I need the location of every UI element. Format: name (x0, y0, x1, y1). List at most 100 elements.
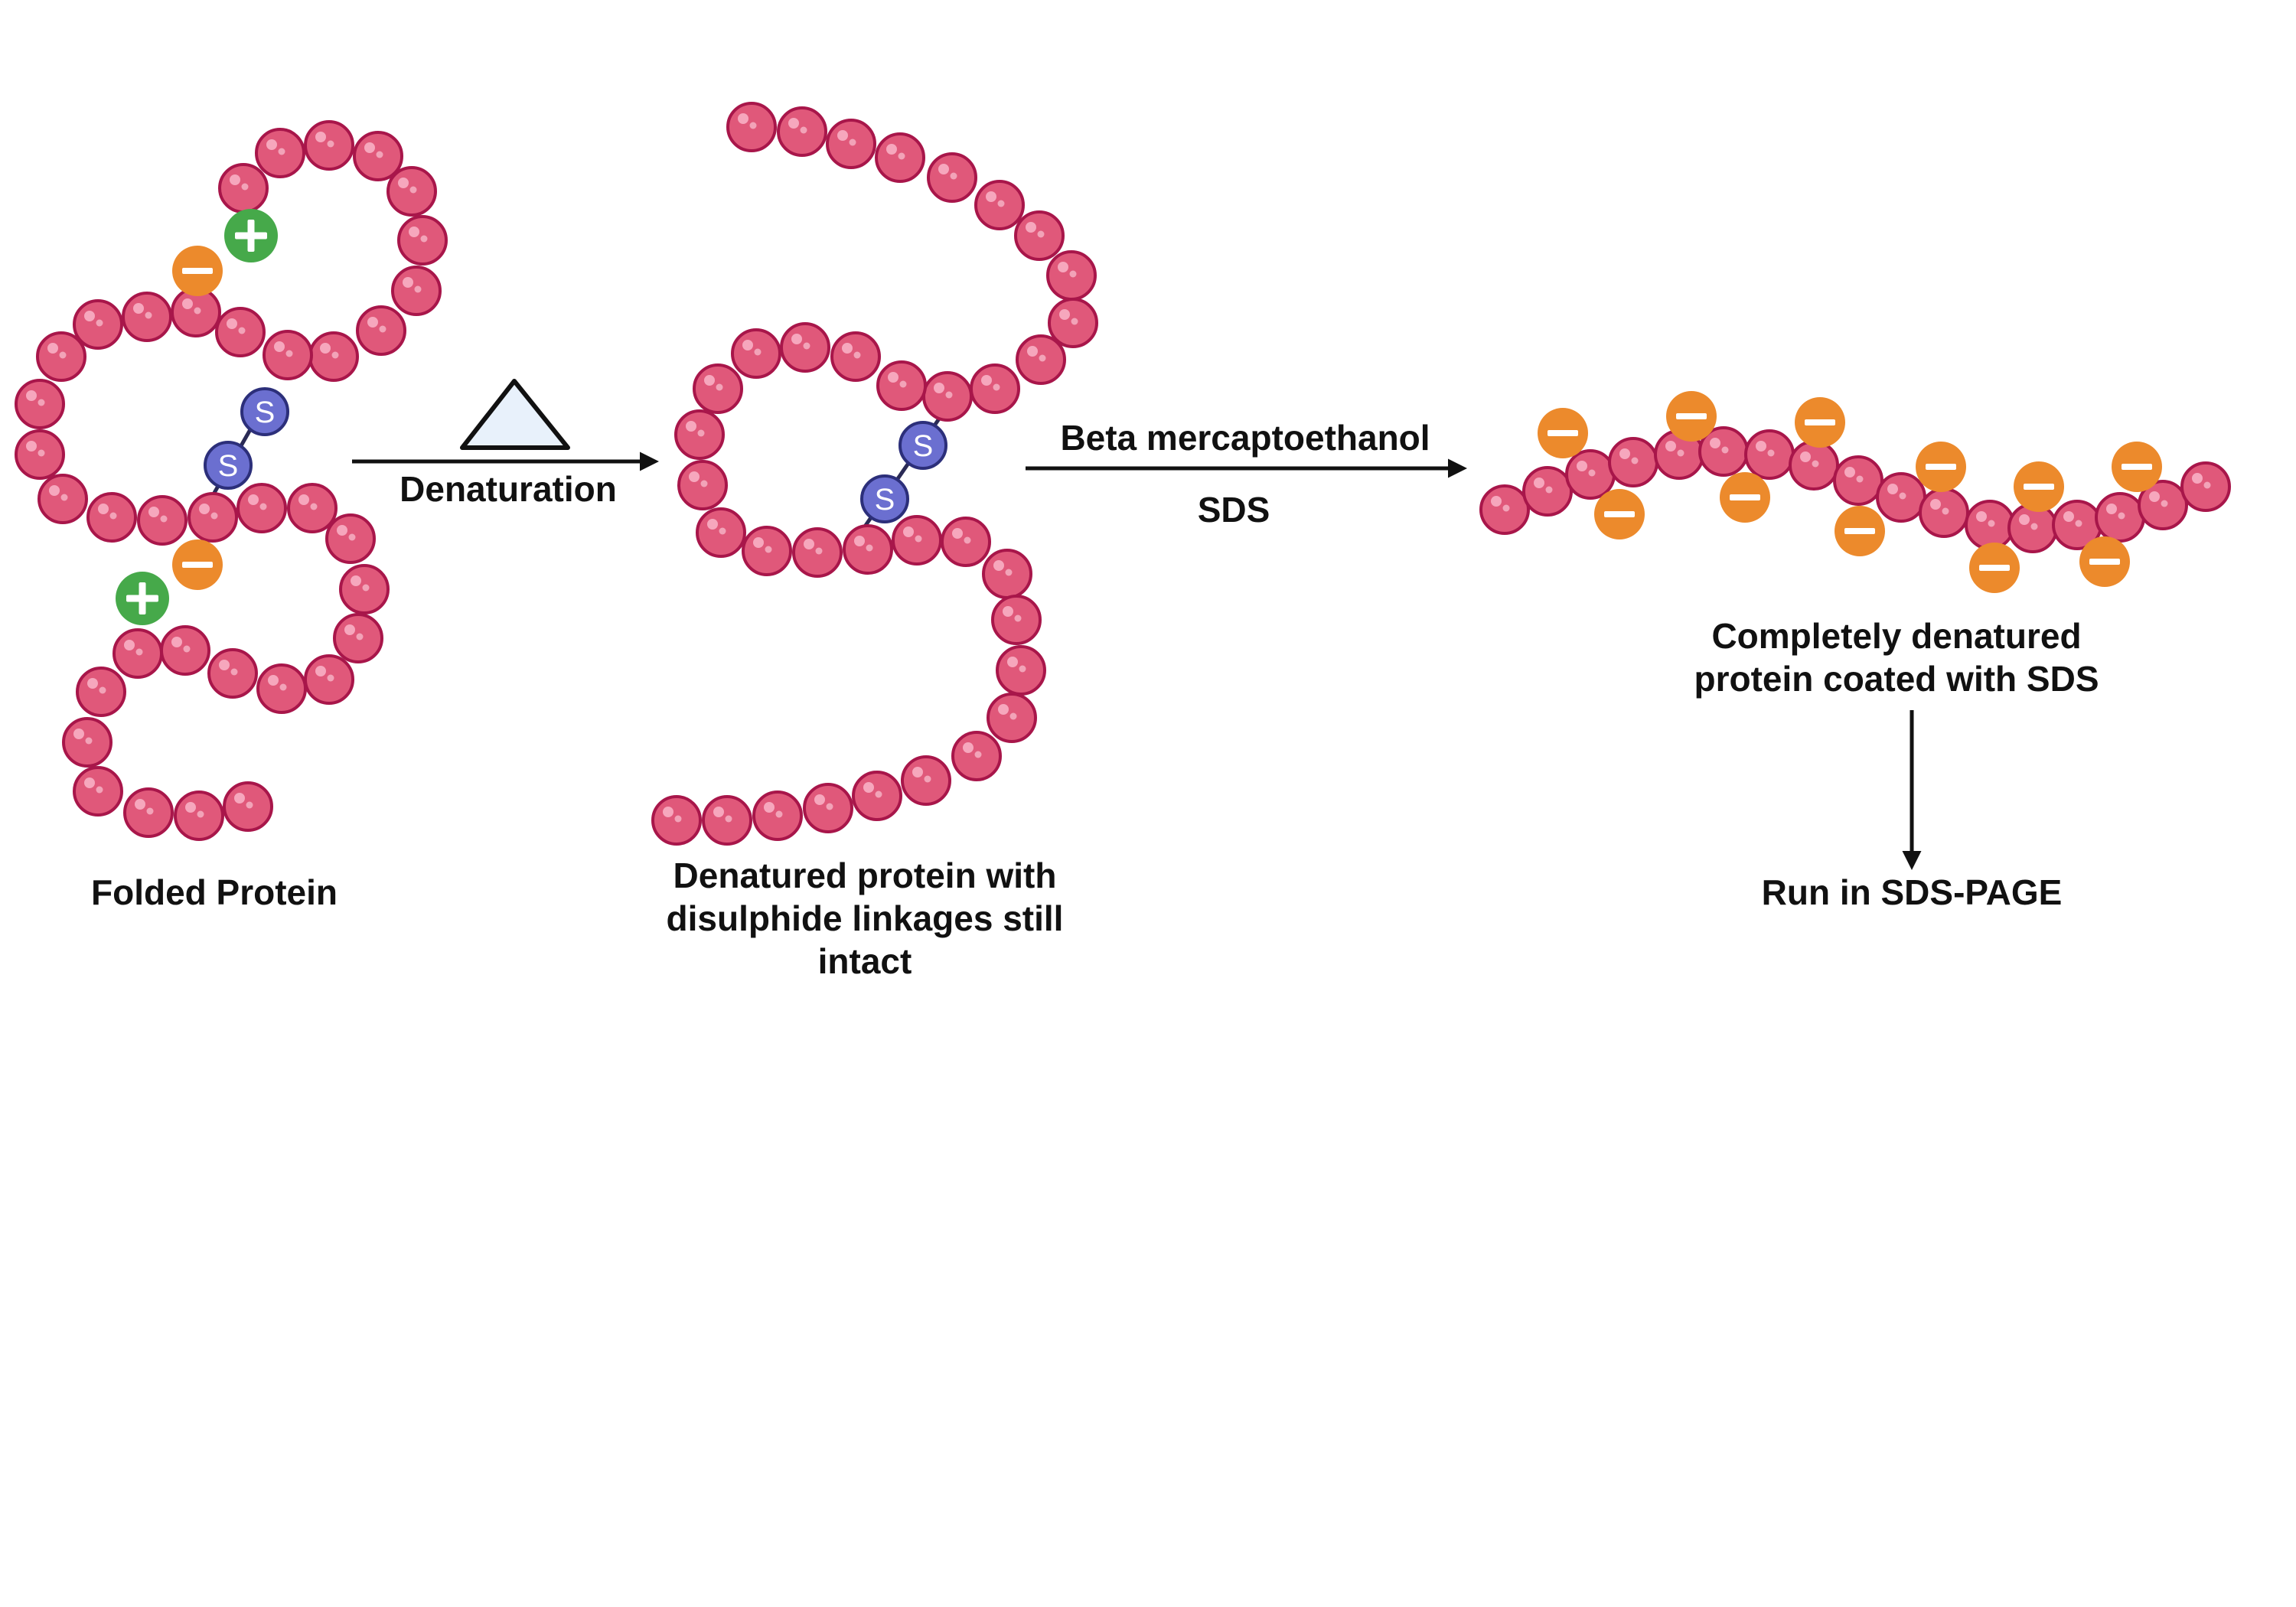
amino-acid-bead (62, 717, 113, 768)
amino-acid-bead (2007, 503, 2058, 553)
minus-charge-icon (172, 246, 223, 296)
amino-acid-bead (255, 128, 305, 178)
sulfur-atom: S (240, 387, 289, 436)
sulfur-atom: S (860, 474, 909, 523)
folded-charges (116, 209, 278, 625)
sds-coated-protein-panel: Completely denatured protein coated with… (1479, 391, 2231, 699)
amino-acid-bead (1608, 437, 1658, 487)
amino-acid-bead (15, 429, 65, 480)
amino-acid-bead (86, 492, 137, 543)
amino-acid-bead (702, 795, 752, 846)
amino-acid-bead (922, 371, 973, 422)
amino-acid-bead (1965, 500, 2015, 550)
amino-acid-bead (792, 527, 843, 578)
amino-acid-bead (123, 787, 174, 838)
amino-acid-bead (941, 517, 991, 567)
amino-acid-bead (927, 152, 977, 203)
minus-charge-icon (1916, 442, 1966, 492)
amino-acid-bead (256, 663, 307, 714)
minus-charge-icon (1720, 472, 1770, 523)
minus-charge-icon (2112, 442, 2162, 492)
amino-acid-bead (677, 460, 728, 510)
coated-protein-label-line-1: Completely denatured (1711, 616, 2081, 656)
folded-protein-chain (15, 120, 448, 841)
sulfur-symbol: S (218, 449, 239, 483)
amino-acid-bead (752, 790, 803, 841)
minus-charge-icon (1666, 391, 1717, 442)
amino-acid-bead (1833, 455, 1883, 506)
sds-negative-charges (1538, 391, 2162, 593)
amino-acid-bead (356, 305, 406, 356)
amino-acid-bead (1744, 429, 1795, 480)
amino-acid-bead (1919, 487, 1969, 538)
amino-acid-bead (36, 331, 86, 382)
amino-acid-bead (1016, 334, 1066, 385)
amino-acid-bead (333, 613, 383, 663)
amino-acid-bead (397, 215, 448, 266)
linear-protein-chain (1479, 426, 2231, 553)
amino-acid-bead (780, 322, 830, 373)
run-in-sds-page-label: Run in SDS-PAGE (1762, 872, 2063, 912)
denatured-protein-label-line-1: Denatured protein with (673, 856, 1057, 895)
minus-charge-icon (1538, 408, 1588, 458)
amino-acid-bead (1048, 298, 1098, 348)
amino-acid-bead (951, 731, 1002, 781)
amino-acid-bead (391, 266, 442, 316)
sds-label: SDS (1198, 490, 1270, 530)
amino-acid-bead (1698, 426, 1749, 477)
amino-acid-bead (974, 180, 1025, 230)
minus-charge-icon (1795, 397, 1845, 448)
triangle-heat-icon (460, 379, 570, 450)
amino-acid-bead (674, 409, 725, 460)
amino-acid-bead (991, 595, 1042, 645)
amino-acid-bead (2138, 480, 2188, 530)
amino-acid-bead (308, 331, 359, 382)
amino-acid-bead (218, 163, 269, 214)
amino-acid-bead (386, 166, 437, 217)
amino-acid-bead (803, 783, 853, 833)
sulfur-symbol: S (255, 396, 276, 429)
amino-acid-bead (287, 483, 338, 533)
amino-acid-bead (876, 360, 927, 411)
amino-acid-bead (1522, 466, 1573, 517)
amino-acid-bead (875, 132, 925, 183)
minus-charge-icon (1969, 543, 2020, 593)
amino-acid-bead (696, 507, 746, 558)
amino-acid-bead (73, 766, 123, 817)
amino-acid-bead (38, 474, 88, 524)
amino-acid-bead (852, 771, 902, 821)
minus-charge-icon (2079, 536, 2130, 587)
amino-acid-bead (113, 628, 163, 679)
sulfur-atom: S (204, 441, 253, 490)
amino-acid-bead (207, 648, 258, 699)
amino-acid-bead (304, 654, 354, 705)
amino-acid-bead (160, 625, 210, 676)
amino-acid-bead (304, 120, 354, 171)
amino-acid-bead (215, 307, 266, 357)
amino-acid-bead (236, 483, 287, 533)
reduction-arrow: Beta mercaptoethanol SDS (1026, 418, 1467, 530)
amino-acid-bead (2095, 492, 2145, 543)
amino-acid-bead (174, 790, 224, 841)
denatured-protein-label-line-2: disulphide linkages still (667, 898, 1064, 938)
amino-acid-bead (353, 131, 403, 181)
denaturation-label: Denaturation (400, 469, 617, 509)
amino-acid-bead (263, 330, 313, 380)
sulfur-symbol: S (913, 429, 934, 463)
denatured-protein-panel: SS Denatured protein with disulphide lin… (651, 102, 1098, 981)
folded-sulfur-atoms: SS (204, 387, 289, 490)
amino-acid-bead (1876, 472, 1926, 523)
minus-charge-icon (172, 539, 223, 590)
amino-acid-bead (137, 495, 188, 546)
minus-charge-icon (1594, 489, 1645, 539)
amino-acid-bead (970, 363, 1020, 414)
minus-charge-icon (1835, 506, 1885, 556)
sds-page-arrow: Run in SDS-PAGE (1762, 710, 2063, 912)
denatured-sulfur-atoms: SS (860, 421, 947, 523)
amino-acid-bead (843, 524, 893, 575)
amino-acid-bead (987, 693, 1037, 743)
amino-acid-bead (76, 667, 126, 717)
amino-acid-bead (339, 564, 390, 614)
amino-acid-bead (1046, 250, 1097, 301)
